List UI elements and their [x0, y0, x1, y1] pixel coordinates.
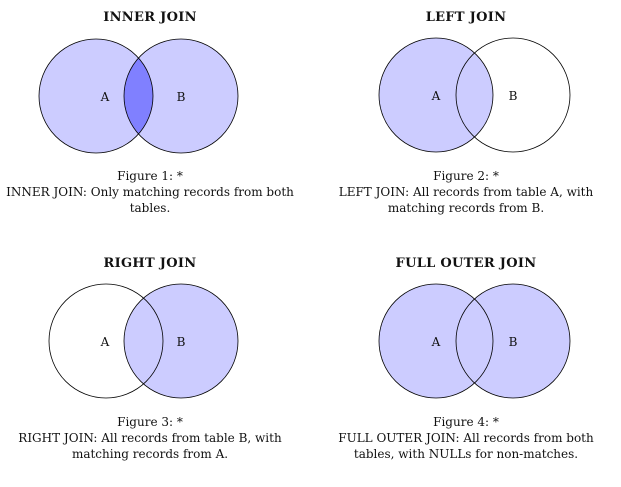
set-a-label: A	[431, 335, 441, 349]
figure-number: Figure 3: *	[117, 415, 183, 429]
left-join-panel: LEFT JOIN A B Figure 2: * LEFT JOIN: All…	[316, 0, 616, 240]
set-b-circle	[456, 284, 570, 398]
set-b-label: B	[509, 335, 518, 349]
figure-caption: Figure 3: * RIGHT JOIN: All records from…	[0, 414, 300, 462]
panel-title: LEFT JOIN	[425, 10, 507, 25]
set-a-circle	[379, 38, 493, 152]
set-b-outline	[123, 283, 239, 399]
figure-description: INNER JOIN: Only matching records from b…	[6, 185, 294, 215]
set-b-circle	[124, 39, 238, 153]
set-a-outline	[378, 37, 494, 153]
figure-caption: Figure 2: * LEFT JOIN: All records from …	[316, 168, 616, 216]
panel-title: RIGHT JOIN	[103, 256, 197, 271]
figure-description: RIGHT JOIN: All records from table B, wi…	[18, 431, 282, 461]
set-b-label: B	[177, 90, 186, 104]
full-outer-join-panel: FULL OUTER JOIN A B Figure 4: * FULL OUT…	[316, 246, 616, 486]
set-a-circle	[39, 39, 153, 153]
panel-title: FULL OUTER JOIN	[395, 256, 537, 271]
figure-description: LEFT JOIN: All records from table A, wit…	[338, 185, 594, 215]
panel-title: INNER JOIN	[103, 10, 197, 25]
set-b-label: B	[509, 89, 518, 103]
inner-join-panel: INNER JOIN A B Figure 1: * INNER JOIN: O…	[0, 0, 300, 240]
set-a-label: A	[431, 89, 441, 103]
set-a-outline	[38, 38, 154, 154]
figure-description: FULL OUTER JOIN: All records from both t…	[338, 431, 594, 461]
set-a-label: A	[100, 335, 110, 349]
set-b-circle	[124, 284, 238, 398]
figure-caption: Figure 1: * INNER JOIN: Only matching re…	[0, 168, 300, 216]
figure-number: Figure 2: *	[433, 169, 499, 183]
set-b-label: B	[177, 335, 186, 349]
right-join-panel: RIGHT JOIN A B Figure 3: * RIGHT JOIN: A…	[0, 246, 300, 486]
set-b-outline	[455, 37, 571, 153]
full-outer-join-venn-diagram: A B	[378, 283, 571, 399]
figure-number: Figure 4: *	[433, 415, 499, 429]
set-a-outline	[48, 283, 164, 399]
figure-number: Figure 1: *	[117, 169, 183, 183]
right-join-venn-diagram: A B	[48, 283, 239, 399]
figure-caption: Figure 4: * FULL OUTER JOIN: All records…	[316, 414, 616, 462]
set-b-outline	[455, 283, 571, 399]
set-b-outline	[123, 38, 239, 154]
left-join-venn-diagram: A B	[378, 37, 571, 153]
set-a-label: A	[100, 90, 110, 104]
set-a-outline	[378, 283, 494, 399]
inner-join-venn-diagram: A B	[38, 38, 239, 154]
